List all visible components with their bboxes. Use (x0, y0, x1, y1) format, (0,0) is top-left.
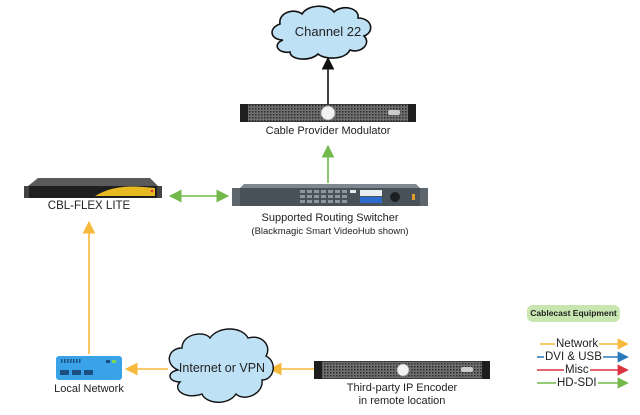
local-network-label: Local Network (54, 383, 124, 395)
encoder-rack (314, 361, 490, 379)
switcher-label: Supported Routing Switcher (261, 212, 399, 224)
internet-cloud (168, 328, 274, 403)
legend-label-dvi-usb: DVI & USB (544, 351, 603, 363)
routing-switcher-device (232, 184, 428, 206)
legend-label-network: Network (555, 338, 600, 350)
legend-label-misc: Misc (564, 364, 590, 376)
legend-title: Cablecast Equipment (527, 305, 620, 322)
modulator-rack (240, 104, 416, 122)
channel-label: Channel 22 (294, 24, 362, 39)
cbl-flex-label: CBL-FLEX LITE (47, 200, 131, 212)
channel-cloud (271, 5, 372, 60)
switcher-sublabel: (Blackmagic Smart VideoHub shown) (251, 226, 409, 237)
encoder-label: Third-party IP Encoder (346, 382, 458, 394)
encoder-sublabel: in remote location (358, 395, 446, 407)
local-network-switch (56, 356, 122, 380)
internet-label: Internet or VPN (178, 361, 266, 375)
legend-label-hd-sdi: HD-SDI (556, 377, 598, 389)
modulator-label: Cable Provider Modulator (265, 125, 391, 137)
